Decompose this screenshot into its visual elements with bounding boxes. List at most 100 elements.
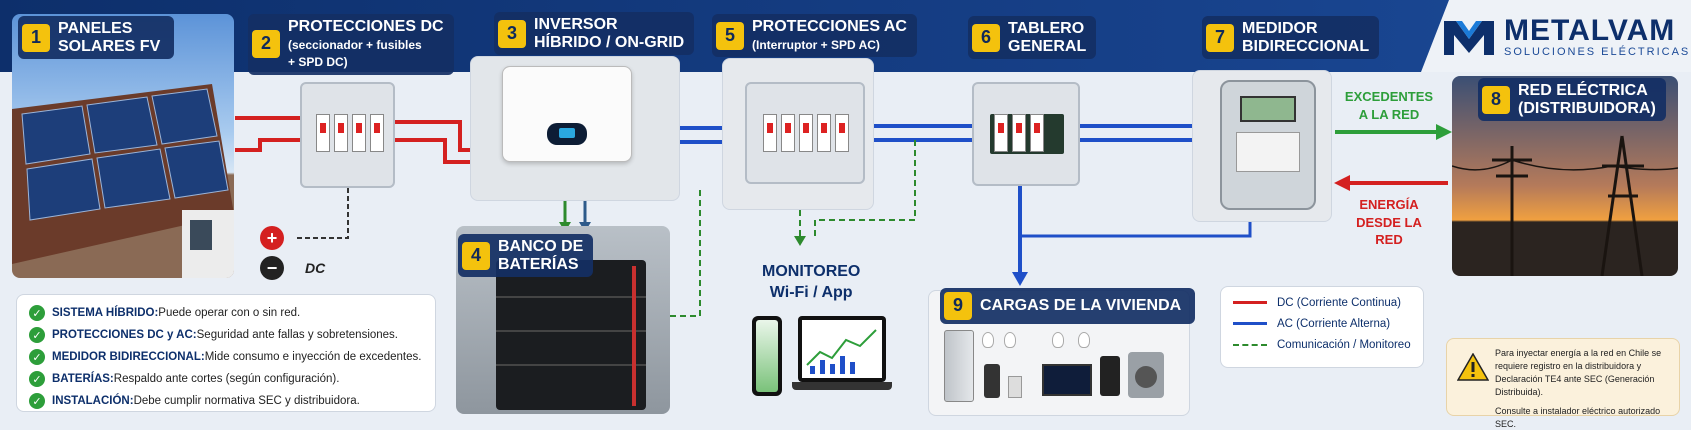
export-label-line2: A LA RED (1358, 106, 1420, 122)
node-2-number: 2 (252, 30, 280, 59)
node-9-number: 9 (944, 292, 972, 320)
import-label-line1: ENERGÍA (1359, 197, 1419, 212)
dc-wire-4 (395, 138, 488, 164)
check-icon: ✓ (29, 349, 45, 365)
speaker-icon (1100, 356, 1120, 396)
dc-plus-icon: + (260, 226, 284, 250)
node-5-sub: (Interruptor + SPD AC) (752, 37, 880, 52)
lightbulb-icon (982, 332, 994, 348)
brand-name: METALVAM (1504, 14, 1676, 47)
small-appliance-icon (984, 364, 1000, 398)
node-8-title: RED ELÉCTRICA (1518, 82, 1648, 99)
check-icon: ✓ (29, 393, 45, 409)
feature-bold: PROTECCIONES DC y AC: (52, 329, 197, 341)
legend-panel: DC (Corriente Continua) AC (Corriente Al… (1220, 286, 1424, 368)
node-9-title: CARGAS DE LA VIVIENDA (980, 297, 1182, 315)
feature-text: Seguridad ante fallas y sobretensiones. (196, 329, 399, 341)
node-7-title: MEDIDOR (1242, 20, 1318, 37)
inverter-device (502, 66, 632, 162)
node-6-title2: GENERAL (1008, 37, 1087, 55)
node-1-title: PANELES (58, 20, 133, 37)
feature-bold: BATERÍAS: (52, 373, 114, 385)
dc-minus-icon: − (260, 256, 284, 280)
brand-logo: METALVAM SOLUCIONES ELÉCTRICAS (1442, 16, 1690, 58)
feature-bold: SISTEMA HÍBRIDO: (52, 307, 159, 319)
dc-wire-2 (235, 138, 300, 152)
fridge-icon (944, 330, 974, 402)
node-4-number: 4 (462, 241, 490, 270)
legend-label: AC (Corriente Alterna) (1277, 318, 1391, 330)
meter-device (1220, 80, 1316, 210)
node-2-sub: (seccionador + fusibles (288, 37, 422, 52)
warning-icon (1457, 353, 1489, 381)
feature-bold: MEDIDOR BIDIRECCIONAL: (52, 351, 205, 363)
notice-line-3: Declaración TE4 ante SEC (Generación Dis… (1495, 374, 1655, 398)
feature-text: Mide consumo e inyección de excedentes. (204, 351, 422, 363)
export-label-line1: EXCEDENTES (1344, 89, 1434, 104)
node-9-label: 9 CARGAS DE LA VIVIENDA (940, 288, 1196, 324)
ac-protection-box (745, 82, 865, 184)
feature-text: Debe cumplir normativa SEC y distribuido… (133, 395, 360, 407)
check-icon: ✓ (29, 327, 45, 343)
node-8-title2: (DISTRIBUIDORA) (1518, 99, 1656, 117)
export-label: EXCEDENTES A LA RED (1344, 88, 1434, 123)
legend-label: DC (Corriente Continua) (1277, 297, 1401, 309)
node-4-title: BANCO DE (498, 238, 584, 255)
comm-wire-2 (814, 140, 916, 240)
legend-item-ac: AC (Corriente Alterna) (1233, 318, 1411, 330)
node-5-title: PROTECCIONES AC (752, 18, 907, 35)
node-4-title2: BATERÍAS (498, 255, 579, 273)
node-8-number: 8 (1482, 85, 1510, 114)
tv-icon (1042, 364, 1092, 396)
features-panel: ✓ SISTEMA HÍBRIDO: Puede operar con o sin… (16, 294, 436, 412)
node-2-sub2: + SPD DC) (288, 55, 348, 70)
legend-label: Comunicación / Monitoreo (1277, 339, 1411, 351)
notice-line-2: requiere registro en la distribuidora y (1495, 361, 1642, 372)
dc-polarity-label: DC (305, 260, 326, 276)
dc-polarity-wire (295, 188, 349, 239)
feature-item: ✓ SISTEMA HÍBRIDO: Puede operar con o sin… (29, 305, 423, 321)
notice-panel: Para inyectar energía a la red en Chile … (1446, 338, 1680, 429)
import-label: ENERGÍA DESDE LA RED (1344, 196, 1434, 249)
brand-tagline: SOLUCIONES ELÉCTRICAS (1504, 46, 1691, 58)
lightbulb-icon (1004, 332, 1016, 348)
node-3-title2: HÍBRIDO / ON-GRID (534, 33, 685, 51)
legend-item-dc: DC (Corriente Continua) (1233, 297, 1411, 309)
import-label-line2: DESDE LA RED (1356, 214, 1422, 248)
check-icon: ✓ (29, 305, 45, 321)
node-5-number: 5 (716, 21, 744, 50)
node-7-number: 7 (1206, 23, 1234, 52)
feature-item: ✓BATERÍAS: Respaldo ante cortes (según c… (29, 371, 423, 387)
feature-item: ✓ MEDIDOR BIDIRECCIONAL: Mide consumo e i… (29, 349, 423, 365)
node-6-title: TABLERO (1008, 20, 1085, 37)
feature-item: ✓ INSTALACIÓN: Debe cumplir normativa SEC… (29, 393, 423, 409)
node-3-title: INVERSOR (534, 16, 618, 33)
legend-item-comm: Comunicación / Monitoreo (1233, 339, 1411, 351)
laptop-icon (792, 316, 892, 400)
comm-wire-3 (668, 190, 701, 317)
node-8-label: 8 RED ELÉCTRICA(DISTRIBUIDORA) (1478, 78, 1666, 122)
dc-protection-box (300, 82, 395, 188)
node-5-label: 5 PROTECCIONES AC (Interruptor + SPD AC) (712, 14, 917, 58)
node-7-title2: BIDIRECCIONAL (1242, 37, 1370, 55)
metalvam-logo-icon (1444, 21, 1494, 55)
feature-text: Puede operar con o sin red. (158, 307, 301, 319)
washer-icon (1128, 352, 1164, 398)
node-2-title: PROTECCIONES DC (288, 18, 444, 35)
monitoring-title: MONITOREO (762, 263, 861, 280)
node-1-title2: SOLARES FV (58, 37, 161, 55)
node-1-number: 1 (22, 23, 50, 52)
node-2-label: 2 PROTECCIONES DC (seccionador + fusibles… (248, 14, 454, 75)
node-3-number: 3 (498, 19, 526, 48)
feature-bold: INSTALACIÓN: (52, 395, 134, 407)
phone-icon (752, 316, 782, 396)
appliances-group (940, 326, 1180, 406)
monitoring-label: MONITOREO Wi-Fi / App (762, 262, 860, 304)
monitoring-subtitle: Wi-Fi / App (769, 283, 853, 301)
